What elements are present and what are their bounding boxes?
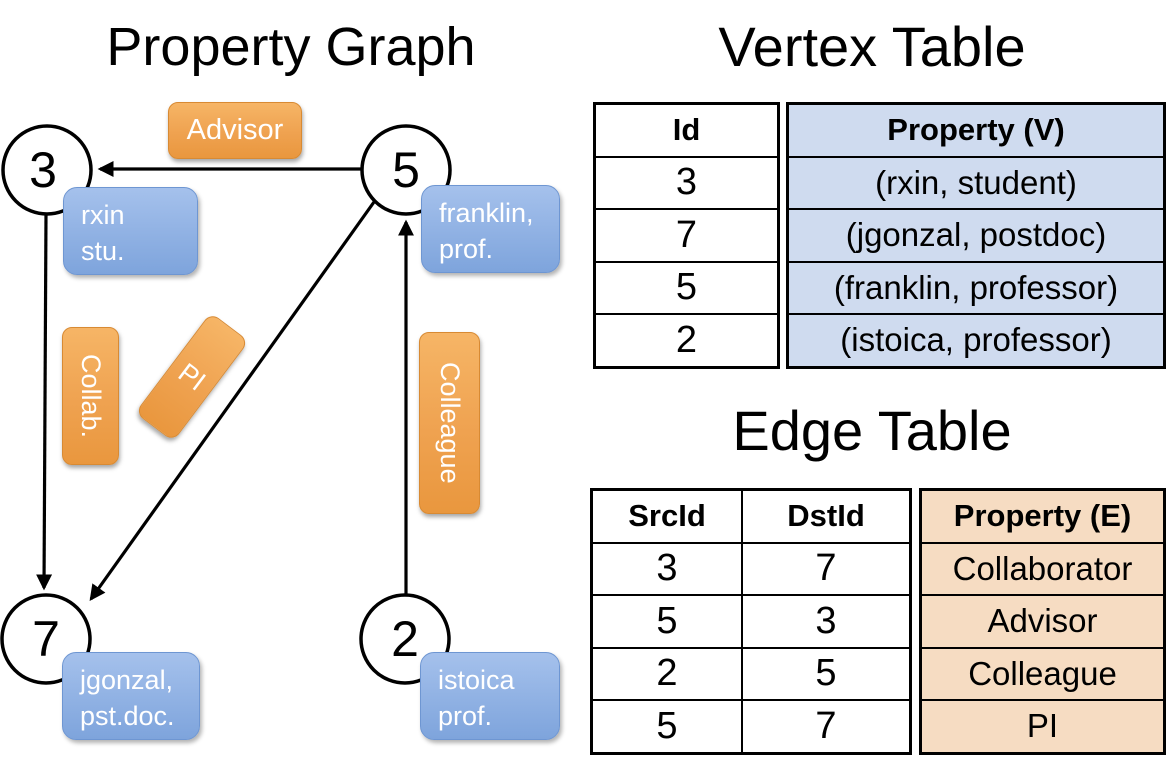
table-row: 2 5 bbox=[590, 646, 912, 701]
edge-src-cell: 3 bbox=[590, 541, 743, 596]
edge-dst-cell: 7 bbox=[741, 699, 912, 754]
edge-src-cell: 5 bbox=[590, 594, 743, 649]
table-row: Id bbox=[593, 102, 780, 158]
edge-src-cell: 5 bbox=[590, 699, 743, 754]
table-row: 7 bbox=[593, 208, 780, 263]
vertex-property-line: rxin bbox=[81, 200, 125, 230]
vertex-property-line: prof. bbox=[438, 700, 493, 731]
edge-src-cell: 2 bbox=[590, 646, 743, 701]
table-row: 5 7 bbox=[590, 699, 912, 754]
table-row: Advisor bbox=[919, 594, 1166, 649]
vertex-node-2-id: 2 bbox=[391, 611, 419, 667]
edge-property-cell: Colleague bbox=[919, 646, 1166, 701]
table-row: 3 7 bbox=[590, 541, 912, 596]
vertex-property-cell: (jgonzal, postdoc) bbox=[786, 208, 1166, 263]
table-row: 2 bbox=[593, 313, 780, 368]
vertex-id-cell: 3 bbox=[593, 155, 780, 210]
vertex-property-cell: (franklin, professor) bbox=[786, 260, 1166, 315]
vertex-property-box-5: franklin, prof. bbox=[421, 185, 560, 273]
vertex-table: Id 3 7 5 2 Property (V) (rxin, student) … bbox=[593, 102, 1166, 369]
vertex-table-property-column: Property (V) (rxin, student) (jgonzal, p… bbox=[786, 102, 1166, 369]
edge-table: SrcId DstId 3 7 5 3 2 5 5 7 Property (E)… bbox=[590, 488, 1166, 755]
edge-pi-5-to-7 bbox=[89, 201, 376, 601]
vertex-property-box-7: jgonzal, pst.doc. bbox=[62, 652, 200, 740]
table-row: 5 bbox=[593, 260, 780, 315]
edge-property-cell: Collaborator bbox=[919, 541, 1166, 596]
vertex-id-cell: 7 bbox=[593, 208, 780, 263]
table-row: 3 bbox=[593, 155, 780, 210]
vertex-table-id-header: Id bbox=[593, 102, 780, 158]
edge-table-dstid-header: DstId bbox=[741, 488, 912, 544]
vertex-property-line: stu. bbox=[81, 235, 125, 266]
table-row: Colleague bbox=[919, 646, 1166, 701]
table-row: (jgonzal, postdoc) bbox=[786, 208, 1166, 263]
vertex-property-box-2: istoica prof. bbox=[420, 652, 560, 740]
edge-table-property-column: Property (E) Collaborator Advisor Collea… bbox=[919, 488, 1166, 755]
vertex-property-line: franklin, bbox=[439, 198, 534, 228]
vertex-id-cell: 5 bbox=[593, 260, 780, 315]
table-row: Property (E) bbox=[919, 488, 1166, 544]
property-graph-title: Property Graph bbox=[106, 17, 476, 77]
vertex-property-line: jgonzal, bbox=[80, 665, 174, 695]
vertex-property-cell: (istoica, professor) bbox=[786, 313, 1166, 368]
edge-table-property-header: Property (E) bbox=[919, 488, 1166, 544]
vertex-property-line: istoica bbox=[438, 665, 515, 695]
table-row: SrcId DstId bbox=[590, 488, 912, 544]
vertex-property-cell: (rxin, student) bbox=[786, 155, 1166, 210]
vertex-property-box-3: rxin stu. bbox=[63, 187, 198, 275]
edge-property-cell: PI bbox=[919, 699, 1166, 754]
table-row: (franklin, professor) bbox=[786, 260, 1166, 315]
table-row: Property (V) bbox=[786, 102, 1166, 158]
edge-dst-cell: 5 bbox=[741, 646, 912, 701]
edge-collab-3-to-7 bbox=[36, 213, 53, 591]
table-row: PI bbox=[919, 699, 1166, 754]
edge-table-srcid-header: SrcId bbox=[590, 488, 743, 544]
table-row: (rxin, student) bbox=[786, 155, 1166, 210]
vertex-property-line: pst.doc. bbox=[80, 700, 175, 731]
vertex-id-cell: 2 bbox=[593, 313, 780, 368]
vertex-table-title: Vertex Table bbox=[718, 15, 1026, 78]
vertex-table-property-header: Property (V) bbox=[786, 102, 1166, 158]
vertex-table-id-column: Id 3 7 5 2 bbox=[593, 102, 780, 369]
vertex-node-5-id: 5 bbox=[392, 142, 420, 198]
edge-dst-cell: 3 bbox=[741, 594, 912, 649]
edge-label-advisor: Advisor bbox=[168, 102, 302, 159]
edge-label-collab: Collab. bbox=[62, 327, 119, 465]
table-row: Collaborator bbox=[919, 541, 1166, 596]
edge-table-title: Edge Table bbox=[732, 399, 1012, 462]
vertex-node-3-id: 3 bbox=[29, 142, 57, 198]
vertex-property-line: prof. bbox=[439, 233, 494, 264]
edge-table-id-columns: SrcId DstId 3 7 5 3 2 5 5 7 bbox=[590, 488, 912, 755]
edge-dst-cell: 7 bbox=[741, 541, 912, 596]
table-row: (istoica, professor) bbox=[786, 313, 1166, 368]
edge-label-colleague: Colleague bbox=[419, 332, 480, 514]
vertex-node-7-id: 7 bbox=[32, 611, 60, 667]
edge-property-cell: Advisor bbox=[919, 594, 1166, 649]
table-row: 5 3 bbox=[590, 594, 912, 649]
